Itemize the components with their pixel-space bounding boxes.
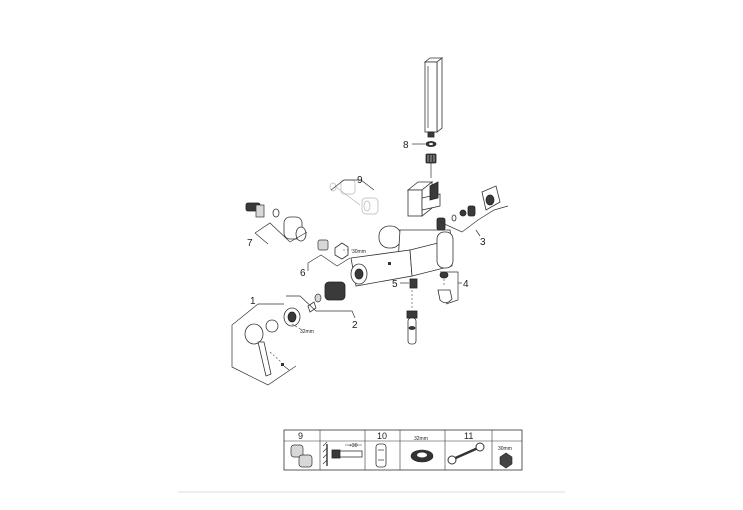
callout-7: 7	[247, 238, 253, 249]
table-cell-30mm: 30mm	[498, 446, 513, 469]
callout-5: 5	[392, 279, 398, 290]
table-cell-11-number: 11	[464, 431, 473, 441]
nut-2-dimension: 32mm	[300, 329, 314, 335]
callout-3: 3	[480, 237, 486, 248]
extension-dimension: +30	[349, 443, 358, 449]
table-cell-10: 10	[375, 431, 387, 468]
washer-part-8: 8	[403, 140, 437, 151]
eccentric-connector-part-7: 7	[245, 202, 308, 249]
callout-9: 9	[357, 175, 363, 186]
eccentric-connector-part-3: 3	[436, 185, 509, 248]
table-cell-30mm-label: 30mm	[498, 446, 512, 452]
table-cell-32mm-label: 32mm	[414, 436, 428, 442]
callout-8: 8	[403, 140, 409, 151]
table-cell-9: 9	[290, 431, 313, 468]
table-cell-10-number: 10	[377, 431, 387, 441]
nut-6-dimension: 30mm	[352, 249, 366, 255]
bath-spout-outlet	[406, 290, 418, 345]
callout-6: 6	[300, 268, 306, 279]
hose-connector	[425, 153, 437, 178]
table-cell-extension: +30	[322, 441, 363, 466]
extension-set-ghost-part-9: 9	[329, 175, 379, 215]
callout-2: 2	[352, 320, 358, 331]
table-cell-32mm: 32mm	[410, 436, 434, 463]
nut-part-6: 30mm 6	[300, 239, 366, 279]
hand-shower	[423, 57, 444, 138]
cartridge-part-2: 32mm 2	[283, 281, 358, 335]
callout-4: 4	[463, 279, 469, 290]
mixer-body	[350, 225, 454, 287]
table-cell-9-number: 9	[298, 431, 303, 441]
shower-wall-holder	[406, 181, 441, 217]
table-cell-11: 11	[447, 431, 485, 465]
lever-handle-part-1: 1	[231, 296, 297, 386]
diverter-part-4: 4	[437, 271, 469, 305]
aerator-part-5: 5	[392, 278, 418, 290]
callout-1: 1	[250, 296, 256, 307]
accessory-table: 9 +30 10 32mm	[283, 429, 523, 471]
